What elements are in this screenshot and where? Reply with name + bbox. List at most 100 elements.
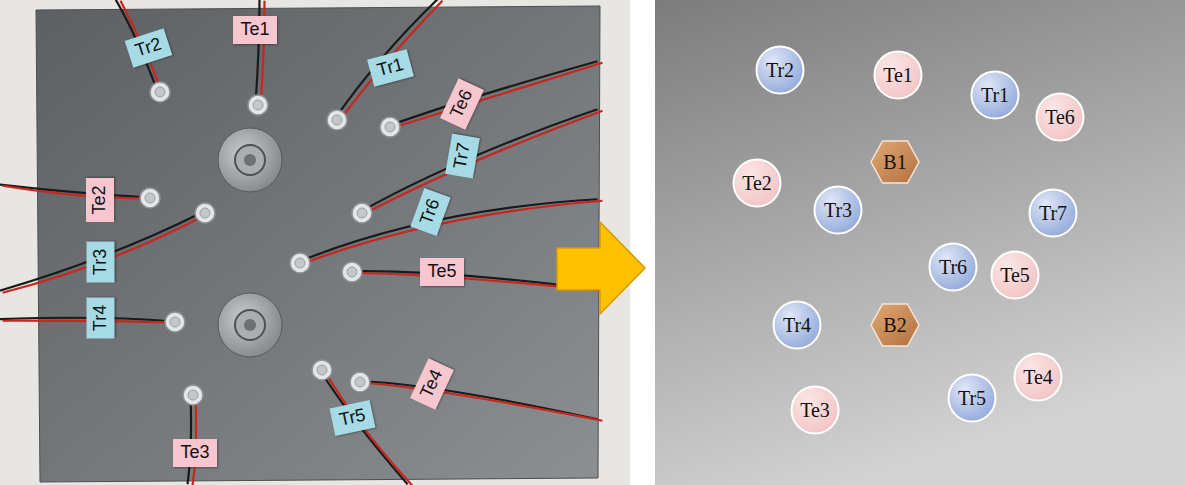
sensor-wire xyxy=(3,214,208,293)
sticky-label: Tr3 xyxy=(86,242,114,283)
piezo-element xyxy=(357,208,367,218)
node-label: Tr1 xyxy=(375,55,406,81)
node-label: Te4 xyxy=(1023,366,1053,388)
washer xyxy=(218,293,282,357)
node-label: Te2 xyxy=(90,185,110,214)
sensor-wire xyxy=(388,61,598,126)
circle-shape xyxy=(949,375,996,422)
piezo-element xyxy=(295,258,305,268)
node-label: Te3 xyxy=(180,443,209,463)
piezo-sensor xyxy=(248,95,268,115)
sensor-circle: Tr7 xyxy=(1028,188,1078,238)
piezo-sensor xyxy=(290,253,310,273)
circle-shape xyxy=(875,52,922,99)
circle-shape xyxy=(972,72,1019,119)
sensor-wire xyxy=(298,199,598,262)
node-label: Tr4 xyxy=(90,305,110,331)
sticky-label: Te1 xyxy=(233,16,277,44)
sensor-wire xyxy=(363,383,603,421)
schematic-panel xyxy=(655,0,1185,485)
piezo-sensor xyxy=(380,117,400,137)
circle-shape xyxy=(734,160,781,207)
sensor-circle: Tr2 xyxy=(755,45,805,95)
piezo-sensor xyxy=(350,372,370,392)
piezo-sensor xyxy=(195,203,215,223)
sensor-circle: Tr3 xyxy=(813,185,863,235)
piezo-sensor xyxy=(342,262,362,282)
node-label: Tr7 xyxy=(1039,202,1067,224)
sensor-wire xyxy=(335,0,438,119)
node-label: Tr7 xyxy=(450,141,474,170)
node-label: Tr6 xyxy=(939,256,967,278)
piezo-element xyxy=(200,208,210,218)
node-label: Te1 xyxy=(240,20,269,40)
circle-shape xyxy=(774,302,821,349)
piezo-sensor xyxy=(183,385,203,405)
node-label: Tr5 xyxy=(337,406,367,431)
sticky-label: Tr4 xyxy=(86,298,114,339)
metal-plate xyxy=(36,6,600,482)
node-label: Tr4 xyxy=(783,314,811,336)
piezo-sensor xyxy=(312,360,332,380)
bolt-group xyxy=(218,128,282,357)
sensor-circle: Te6 xyxy=(1035,92,1085,142)
sensor-wire xyxy=(3,186,153,199)
sensor-circle: Tr6 xyxy=(928,242,978,292)
sensor-circle: Te2 xyxy=(732,158,782,208)
photo-background xyxy=(0,0,630,485)
bolt-hexagon: B1 xyxy=(870,140,920,184)
piezo-sensor xyxy=(352,203,372,223)
piezo-element xyxy=(253,100,263,110)
sensor-circle: Tr4 xyxy=(772,300,822,350)
bolt-end xyxy=(244,154,256,166)
nut xyxy=(235,310,265,340)
transform-arrow xyxy=(557,222,645,314)
sensor-circle: Tr5 xyxy=(947,373,997,423)
node-label: Te5 xyxy=(427,262,456,282)
sensor-wire xyxy=(0,212,203,291)
hexagon-shape xyxy=(871,304,919,346)
node-label: Tr5 xyxy=(958,387,986,409)
node-label: B2 xyxy=(883,314,906,336)
circle-shape xyxy=(1037,94,1084,141)
circle-shape xyxy=(930,244,977,291)
circle-shape xyxy=(757,47,804,94)
piezo-element xyxy=(317,365,327,375)
circle-shape xyxy=(992,252,1039,299)
sensor-circle: Te4 xyxy=(1013,352,1063,402)
piezo-element xyxy=(155,87,165,97)
sensor-wire xyxy=(365,111,603,214)
sensor-wire xyxy=(340,1,443,121)
node-label: Te5 xyxy=(1000,264,1030,286)
node-label: Te3 xyxy=(800,399,830,421)
piezo-element xyxy=(355,377,365,387)
sensor-wire xyxy=(325,371,413,485)
node-label: Tr3 xyxy=(90,249,110,275)
piezo-sensor xyxy=(165,312,185,332)
nut xyxy=(235,145,265,175)
node-label: Tr3 xyxy=(824,199,852,221)
sensor-circle: Te3 xyxy=(790,385,840,435)
piezo-sensor xyxy=(150,82,170,102)
node-label: Tr2 xyxy=(132,35,163,62)
piezo-element xyxy=(347,267,357,277)
piezo-sensor xyxy=(140,188,160,208)
bolt-end xyxy=(244,319,256,331)
sensor-circle: Te1 xyxy=(873,50,923,100)
node-label: Te2 xyxy=(742,172,772,194)
sticky-label: Te2 xyxy=(86,178,114,222)
node-label: B1 xyxy=(883,151,906,173)
washer xyxy=(218,128,282,192)
circle-shape xyxy=(815,187,862,234)
circle-shape xyxy=(792,387,839,434)
sticky-label: Te5 xyxy=(420,258,464,286)
hexagon-shape xyxy=(871,141,919,183)
sensor-circle: Te5 xyxy=(990,250,1040,300)
node-label: Te1 xyxy=(883,64,913,86)
piezo-element xyxy=(170,317,180,327)
node-label: Tr1 xyxy=(981,84,1009,106)
circle-shape xyxy=(1030,190,1077,237)
piezo-sensor xyxy=(327,110,347,130)
